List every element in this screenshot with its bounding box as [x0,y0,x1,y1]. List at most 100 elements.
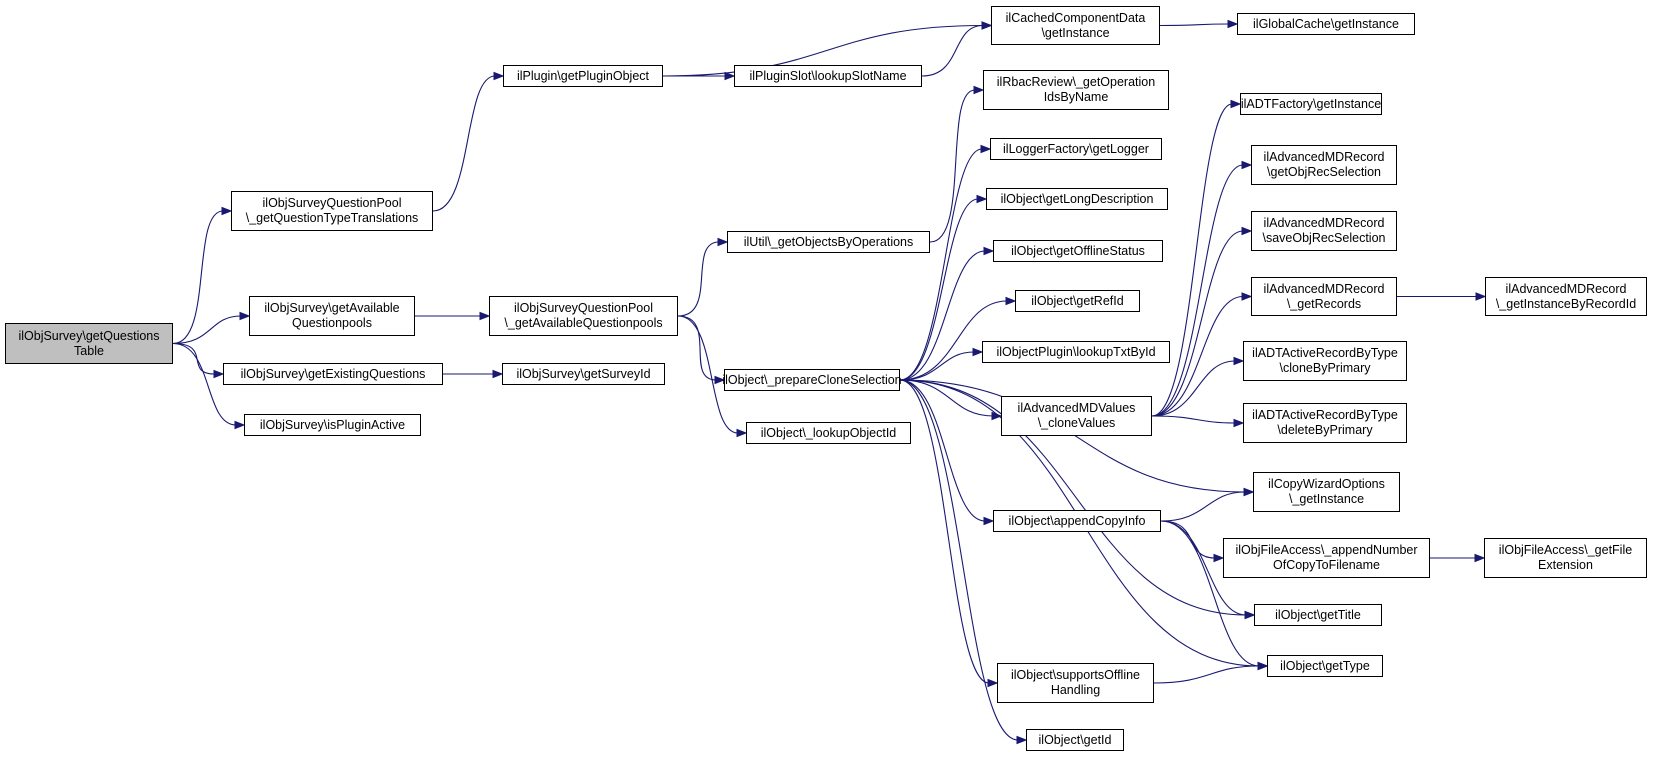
node-gettitle[interactable]: ilObject\getTitle [1254,604,1382,626]
node-label-line: ilObjSurveyQuestionPool [262,196,402,210]
edge-advvalues-to-adtfactory [1151,103,1233,417]
node-pluginactive[interactable]: ilObjSurvey\isPluginActive [244,414,421,436]
node-label-line: ilObjSurveyQuestionPool [514,301,653,315]
arrowhead-clonesel-to-offline [983,246,995,256]
node-label-line: \saveObjRecSelection [1262,231,1386,245]
arrowhead-getrecords-to-recbyid [1475,292,1487,301]
node-gettype[interactable]: ilObject\getType [1267,655,1383,677]
node-logger[interactable]: ilLoggerFactory\getLogger [990,138,1162,160]
arrowhead-appendcopy-to-appendnum [1213,553,1225,563]
edge-clonesel-to-offline [899,250,986,381]
node-cached[interactable]: ilCachedComponentData\getInstance [991,6,1160,45]
node-label-line: Questionpools [292,316,372,330]
arrowhead-advvalues-to-saverecsel [1241,226,1253,236]
node-adtfactory[interactable]: ilADTFactory\getInstance [1240,93,1382,115]
arrowhead-existq-to-surveyid [492,369,504,379]
node-label-line: ilCopyWizardOptions [1268,477,1385,491]
node-txtbyid[interactable]: ilObjectPlugin\lookupTxtById [982,341,1170,363]
node-refid[interactable]: ilObject\getRefId [1015,290,1140,312]
node-surveyid[interactable]: ilObjSurvey\getSurveyId [502,363,665,385]
node-label-line: ilObjFileAccess\_getFile [1498,543,1633,557]
arrowhead-appendnum-to-fileext [1474,553,1486,563]
node-label-line: ilGlobalCache\getInstance [1253,16,1399,31]
node-appendcopy[interactable]: ilObject\appendCopyInfo [993,510,1161,532]
node-qtypes[interactable]: ilObjSurveyQuestionPool\_getQuestionType… [231,191,433,231]
edge-advvalues-to-getrecords [1151,295,1244,417]
arrowhead-root-to-availqp [239,311,251,321]
node-label-line: ilObjectPlugin\lookupTxtById [996,344,1156,359]
node-objrecsel[interactable]: ilAdvancedMDRecord\getObjRecSelection [1251,145,1397,185]
node-label-line: \getObjRecSelection [1267,165,1381,179]
node-label-line: ilAdvancedMDValues [1017,401,1136,415]
node-lookupobj[interactable]: ilObject\_lookupObjectId [746,422,911,444]
edge-cached-to-globalcache [1159,23,1230,27]
node-clonesel[interactable]: ilObject\_prepareCloneSelection [722,369,902,391]
edge-clonesel-to-txtbyid [899,351,975,381]
node-label-line: ilObjSurvey\getSurveyId [516,366,651,381]
node-copywizard[interactable]: ilCopyWizardOptions\_getInstance [1253,472,1400,512]
node-offline[interactable]: ilObject\getOfflineStatus [993,240,1163,262]
node-longdesc[interactable]: ilObject\getLongDescription [986,188,1168,210]
node-label-line: ilLoggerFactory\getLogger [1003,141,1149,156]
edge-qpavail-to-clonesel [677,315,717,381]
edge-clonesel-to-gettitle [899,379,1247,616]
node-deletebyprim[interactable]: ilADTActiveRecordByType\deleteByPrimary [1243,403,1407,443]
node-getid[interactable]: ilObject\getId [1026,729,1124,751]
node-pluginobj[interactable]: ilPlugin\getPluginObject [503,65,663,87]
node-label-line: ilAdvancedMDRecord [1505,281,1627,296]
node-label-line: \_getInstanceByRecordId [1495,296,1637,311]
node-label-line: OfCopyToFilename [1273,558,1380,572]
arrowhead-clonesel-to-longdesc [976,194,988,204]
node-label-line: ilObject\getOfflineStatus [1011,243,1145,258]
edge-qpavail-to-lookupobj [677,315,739,434]
node-label-line: \_getAvailableQuestionpools [504,316,663,330]
node-label-line: ilObject\_lookupObjectId [760,425,897,440]
edge-root-to-pluginactive [172,342,237,426]
node-qpavail[interactable]: ilObjSurveyQuestionPool\_getAvailableQue… [489,296,678,336]
node-slot[interactable]: ilPluginSlot\lookupSlotName [734,65,922,87]
node-globalcache[interactable]: ilGlobalCache\getInstance [1237,13,1415,35]
node-label-line: \_cloneValues [1037,416,1116,430]
edge-clonesel-to-getid [899,379,1019,741]
node-existq[interactable]: ilObjSurvey\getExistingQuestions [223,363,443,385]
node-label-line: ilRbacReview\_getOperation [996,75,1156,89]
arrowhead-slot-to-cached [981,21,993,30]
arrowhead-appendcopy-to-copywizard [1243,487,1255,497]
node-label-line: ilCachedComponentData [1005,10,1146,25]
edge-clonesel-to-copywizard [899,379,1246,493]
arrowhead-clonesel-to-logger [980,144,992,154]
node-label-line: \_getRecords [1286,296,1362,311]
edge-root-to-existq [172,342,216,375]
arrowhead-clonesel-to-refid [1005,296,1017,306]
node-clonebyprim[interactable]: ilADTActiveRecordByType\cloneByPrimary [1243,341,1407,381]
arrowhead-qpavail-to-clonesel [714,375,726,385]
node-label-line: ilObject\appendCopyInfo [1008,513,1146,528]
node-label-line: \_getQuestionTypeTranslations [245,211,419,225]
node-label-line: \_getInstance [1288,492,1365,506]
edge-root-to-availqp [172,315,242,345]
node-label-line: ilObjSurvey\getAvailable [264,301,400,315]
edge-clonesel-to-advvalues [899,379,994,417]
edge-appendcopy-to-gettype [1160,520,1260,667]
node-label-line: ilObject\getLongDescription [1000,191,1154,206]
node-label-line: ilObjFileAccess\_appendNumber [1235,543,1418,557]
node-label-line: ilADTFactory\getInstance [1240,96,1382,111]
node-objbyops[interactable]: ilUtil\_getObjectsByOperations [727,231,930,253]
node-advvalues[interactable]: ilAdvancedMDValues\_cloneValues [1001,396,1152,436]
node-getrecords[interactable]: ilAdvancedMDRecord\_getRecords [1251,277,1397,316]
node-label-line: ilAdvancedMDRecord [1263,216,1385,230]
edge-advvalues-to-clonebyprim [1151,360,1236,417]
arrowhead-advvalues-to-objrecsel [1241,160,1253,170]
node-label-line: ilObjSurvey\getExistingQuestions [240,366,426,381]
node-saverecsel[interactable]: ilAdvancedMDRecord\saveObjRecSelection [1251,211,1397,251]
node-recbyid[interactable]: ilAdvancedMDRecord\_getInstanceByRecordI… [1485,277,1647,316]
edge-clonesel-to-supoffline [899,379,990,684]
node-label-line: ilObject\getTitle [1275,607,1361,622]
